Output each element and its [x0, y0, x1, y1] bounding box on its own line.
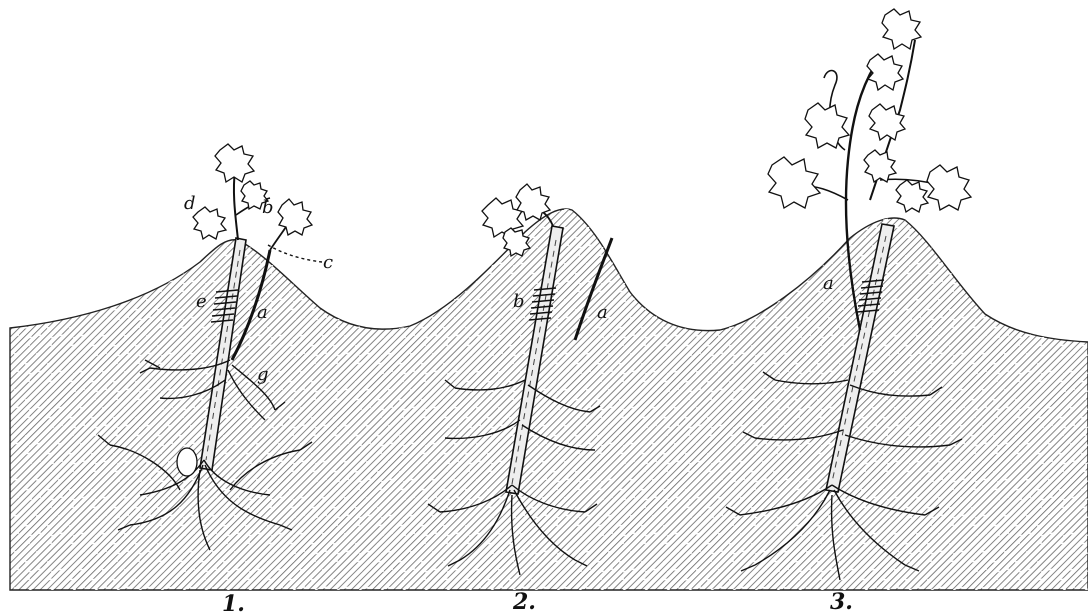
label-b-2: b — [513, 291, 525, 312]
caption-2: 2. — [512, 589, 536, 615]
caption-3: 3. — [830, 589, 853, 615]
caption-1: 1. — [222, 591, 245, 616]
label-e: e — [196, 291, 207, 312]
label-c: c — [323, 252, 333, 273]
label-b: b — [262, 197, 274, 218]
label-a-3: a — [823, 273, 834, 294]
label-d: d — [184, 193, 196, 214]
label-a: a — [257, 302, 268, 323]
label-a-2: a — [597, 302, 608, 323]
label-g: g — [257, 364, 269, 385]
